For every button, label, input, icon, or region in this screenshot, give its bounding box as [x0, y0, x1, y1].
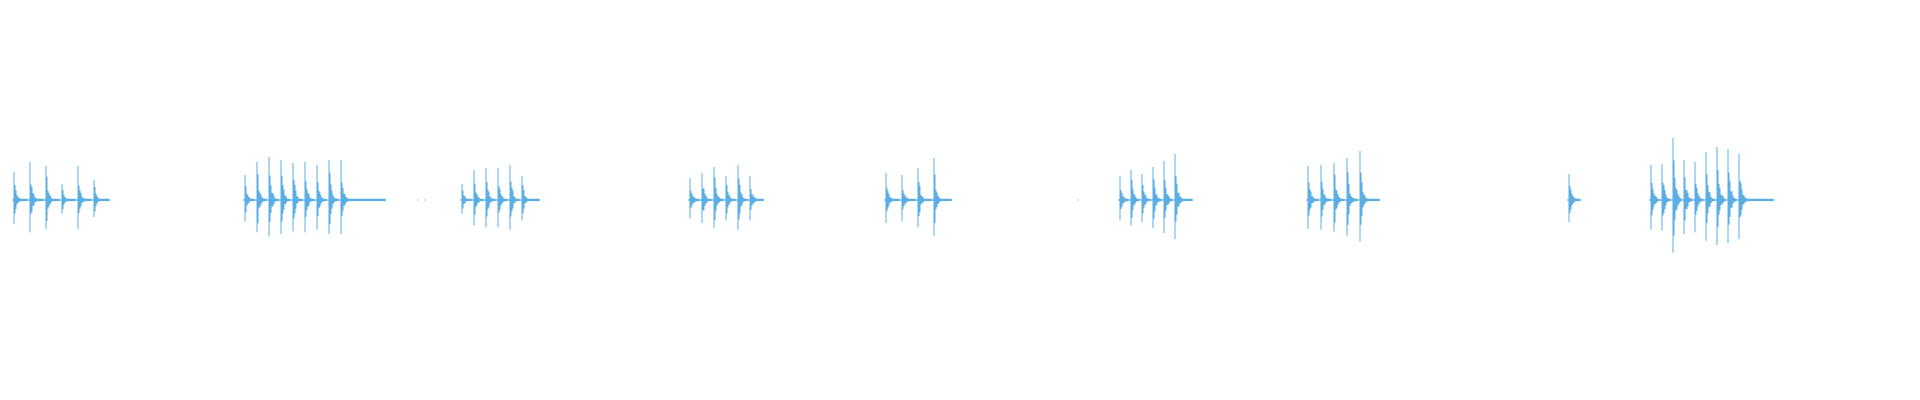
waveform-burst [460, 165, 540, 230]
waveform-dot [1077, 199, 1078, 201]
waveform-transients [1650, 138, 1774, 253]
waveform-transients [1568, 174, 1581, 223]
waveform-transients [689, 165, 764, 230]
waveform-burst [243, 157, 386, 237]
waveform-dot [418, 199, 419, 201]
waveform-transients [461, 165, 540, 230]
waveform-transients [1307, 151, 1380, 242]
waveform-burst [1567, 174, 1581, 223]
waveform-transients [244, 157, 386, 237]
waveform-burst [1306, 151, 1380, 242]
waveform-transients [13, 162, 110, 233]
waveform-bursts [12, 138, 1774, 253]
waveform-transients [885, 158, 952, 236]
waveform-burst [688, 165, 764, 230]
waveform-burst [1649, 138, 1774, 253]
waveform-burst [12, 162, 110, 233]
waveform-transients [1119, 154, 1193, 240]
waveform-dot [424, 199, 425, 201]
waveform-burst [1118, 154, 1193, 240]
waveform-burst [884, 158, 952, 236]
